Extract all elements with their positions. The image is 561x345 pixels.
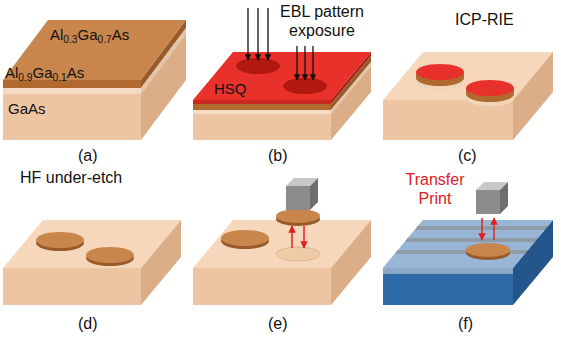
etched-substrate [383,100,513,140]
hsq-coated-wafer [193,100,331,104]
hsq-coated-wafer [331,66,371,140]
pickup-arrows [291,226,293,248]
pdms-stamp [476,182,508,214]
substrate [331,220,371,305]
wafer-stack [3,88,141,94]
exposure-arrows [267,8,268,60]
exposure-arrows [257,8,258,60]
wafer-stack [3,20,186,140]
exposure-arrows [304,46,305,80]
panel-label: (b) [268,146,288,165]
layer-label: HSQ [214,80,247,98]
released-disc [36,232,134,266]
exposed-pattern [236,58,280,74]
pdms-stamp [310,178,318,210]
substrate [3,268,141,305]
etched-pillar [466,80,514,96]
released-disc [221,230,269,246]
wafer-stack [3,94,141,140]
etched-substrate [513,52,553,140]
released-disc [36,232,84,248]
substrate [193,268,331,305]
substrate [193,220,371,305]
pdms-stamp [476,190,500,214]
step-label: HF under-etch [20,168,122,187]
panel-label: (d) [78,314,98,333]
printed-disc [466,243,510,257]
hsq-coated-wafer [193,114,331,140]
panel-label: (e) [268,314,288,333]
pdms-stamp [286,178,318,210]
substrate [3,220,181,305]
step-label: Transfer Print [398,170,472,208]
hsq-coated-wafer [193,110,331,114]
pdms-stamp [286,186,310,210]
panel-label: (c) [458,146,477,165]
exposed-pattern [283,78,327,94]
etched-pillar [416,64,464,80]
layer-label: Al0.9Ga0.1As [5,64,84,82]
print-arrows [482,218,494,240]
wafer-stack [141,34,186,140]
released-disc [276,209,320,223]
hsq-coated-wafer [193,104,331,110]
panel-label: (a) [78,146,98,165]
target-chip [383,220,553,305]
target-chip [383,268,513,274]
exposure-arrows [312,46,313,80]
layer-label: GaAs [8,100,46,118]
pdms-stamp [500,182,508,214]
printed-disc [466,243,510,260]
layer-label: Al0.3Ga0.7As [50,26,129,44]
target-chip [383,268,513,305]
etched-pillar [416,64,464,90]
released-disc [276,247,320,261]
hsq-coated-wafer [193,52,371,140]
released-disc [221,209,320,261]
target-chip [383,220,553,268]
pickup-arrows [292,226,304,248]
released-disc [86,247,134,263]
exposure-arrows [296,46,297,80]
pickup-arrows [303,226,305,248]
etched-substrate [383,52,553,140]
substrate [141,220,181,305]
step-label: EBL pattern exposure [272,2,372,40]
etched-pillar [466,80,514,106]
print-arrows [493,218,495,240]
exposure-arrows [247,8,248,60]
panel-label: (f) [458,314,473,333]
step-label: ICP-RIE [455,10,514,29]
print-arrows [481,218,483,240]
